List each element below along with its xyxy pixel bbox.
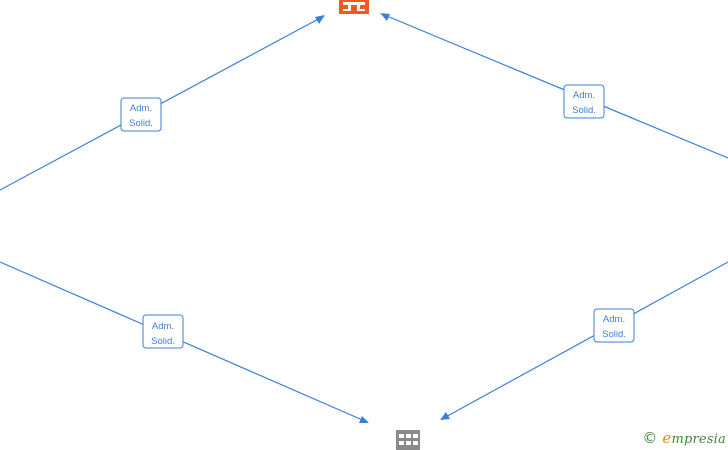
edge-label-line-2: Solid.	[602, 329, 626, 340]
logo-rest: mpresia	[671, 432, 726, 447]
edge-right-to-bottom[interactable]: Adm. Solid.	[440, 261, 728, 420]
edge-label-box	[593, 308, 635, 343]
edge-right-to-top[interactable]: Adm. Solid.	[380, 13, 728, 159]
copyright-symbol: ©	[642, 429, 658, 447]
empresia-logo: empresia	[662, 429, 726, 447]
edge-label-line-2: Solid.	[129, 118, 153, 129]
edge-label-box	[120, 97, 162, 132]
arrow-head	[440, 412, 450, 420]
edge-label-line-2: Solid.	[151, 336, 175, 347]
edge-label-box	[142, 314, 184, 349]
edge-left-to-bottom[interactable]: Adm. Solid.	[0, 261, 369, 423]
edge-label-line-1: Adm.	[603, 314, 625, 325]
edge-label-line-1: Adm.	[573, 90, 595, 101]
edge-label-line-2: Solid.	[572, 105, 596, 116]
arrow-head	[359, 416, 369, 423]
edge-label-line-1: Adm.	[152, 321, 174, 332]
arrow-head	[315, 15, 325, 24]
edge-label-line-1: Adm.	[130, 103, 152, 114]
node-bottom-building-icon[interactable]	[396, 430, 420, 450]
node-top-building-icon[interactable]	[339, 0, 369, 14]
edge-left-to-top[interactable]: Adm. Solid.	[0, 15, 325, 191]
empresia-watermark: © empresia	[642, 429, 726, 447]
logo-initial: e	[662, 429, 672, 447]
arrow-head	[380, 13, 390, 21]
edge-label-box	[563, 84, 605, 119]
